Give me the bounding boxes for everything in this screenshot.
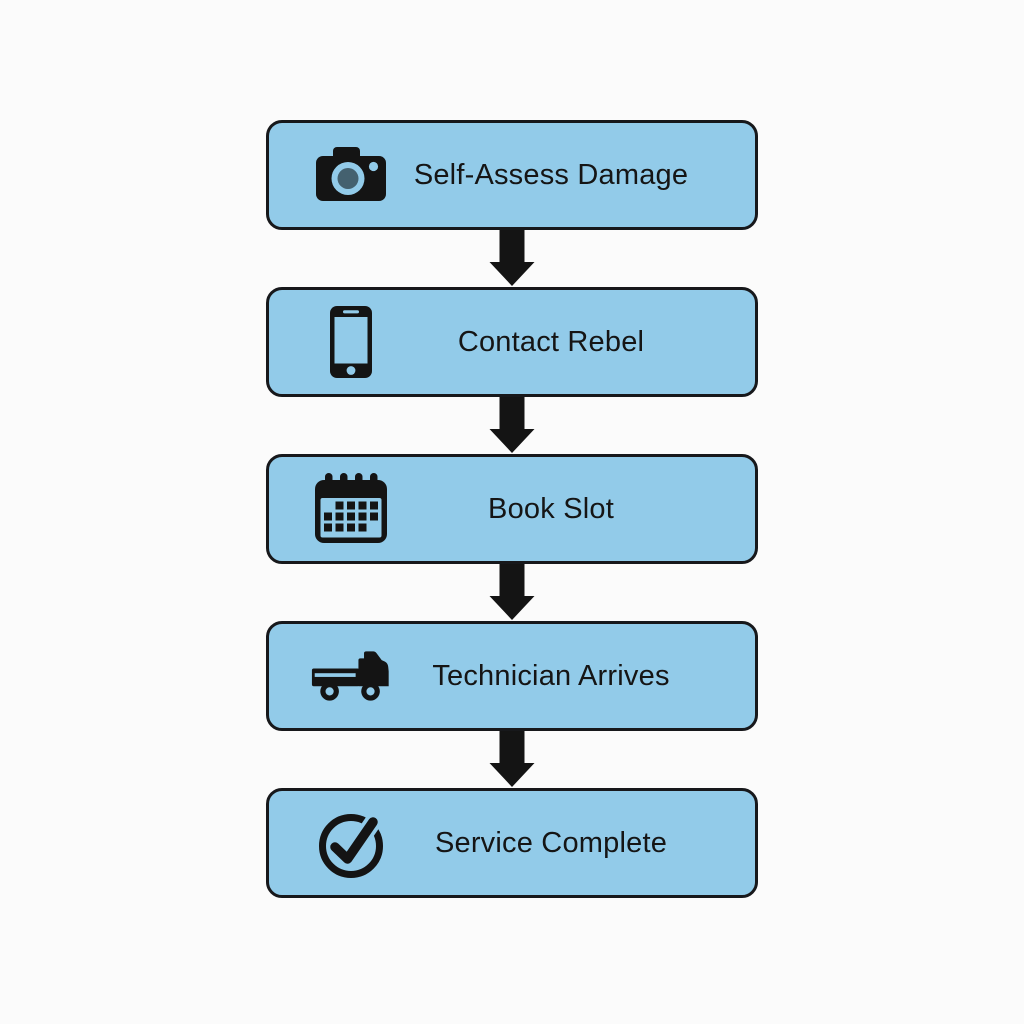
smartphone-icon (311, 306, 391, 378)
pickup-truck-icon (311, 647, 391, 705)
step-label: Technician Arrives (432, 659, 670, 692)
step-self-assess-damage: Self-Assess Damage (266, 120, 758, 230)
step-label: Book Slot (488, 492, 614, 525)
step-label: Contact Rebel (457, 325, 645, 358)
camera-icon (311, 146, 391, 204)
step-label: Service Complete (434, 826, 668, 859)
step-service-complete: Service Complete (266, 788, 758, 898)
down-arrow (482, 731, 542, 788)
step-contact-rebel: Contact Rebel (266, 287, 758, 397)
step-label: Self-Assess Damage (413, 158, 689, 191)
check-circle-icon (311, 806, 391, 880)
calendar-icon (311, 473, 391, 545)
down-arrow (482, 397, 542, 454)
down-arrow (482, 564, 542, 621)
step-book-slot: Book Slot (266, 454, 758, 564)
down-arrow (482, 230, 542, 287)
step-technician-arrives: Technician Arrives (266, 621, 758, 731)
